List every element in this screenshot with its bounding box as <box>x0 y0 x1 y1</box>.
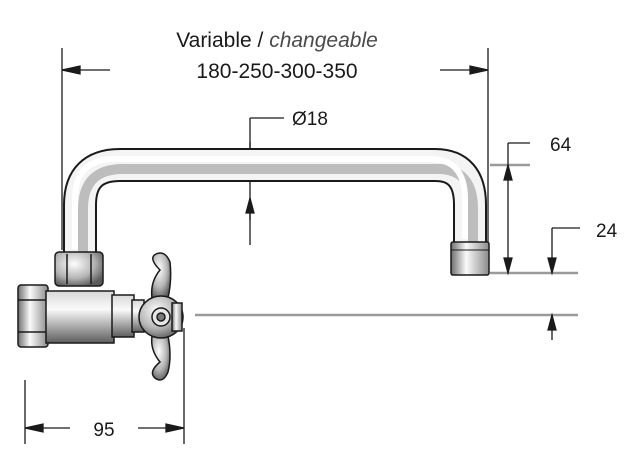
body-width-label: 95 <box>93 420 114 441</box>
cross-handle[interactable] <box>138 252 184 381</box>
valve-body <box>17 251 145 348</box>
length-label: Variable / changeable <box>176 29 378 52</box>
spout-outlet <box>450 241 490 276</box>
length-values: 180-250-300-350 <box>196 60 357 83</box>
reference-lines <box>195 163 578 317</box>
diameter-label: Ø18 <box>292 109 328 130</box>
spout-tube <box>63 148 487 259</box>
dimension-arrows <box>24 65 580 433</box>
outlet-height-label: 24 <box>596 221 618 242</box>
spout-height-label: 64 <box>550 135 572 156</box>
